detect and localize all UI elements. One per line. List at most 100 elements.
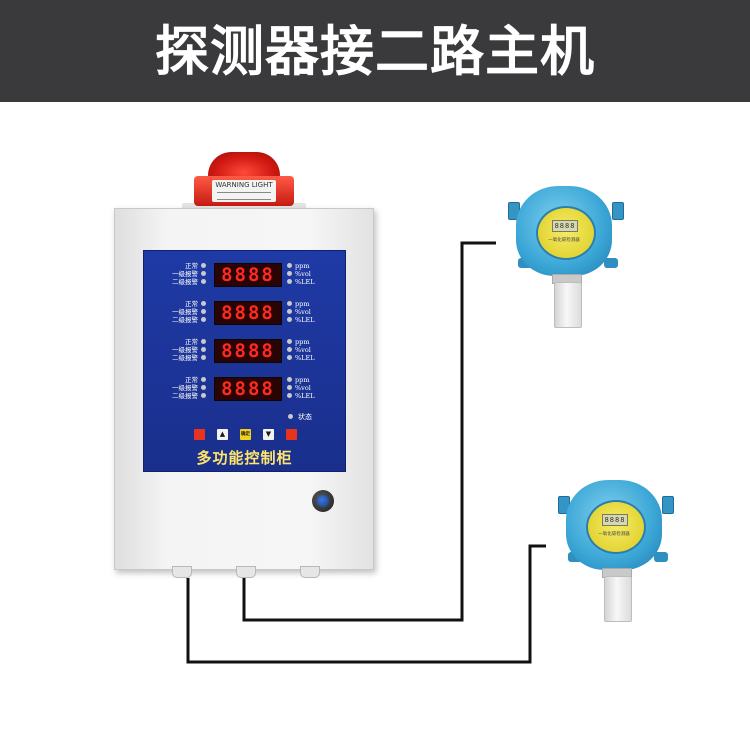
arrow-down-icon: ▼ (265, 430, 272, 438)
status-label: 状态 (298, 413, 312, 421)
gas-detector-2-label: 一氧化碳检测器 (598, 532, 630, 537)
cabinet-top-rail (182, 203, 306, 211)
channel-1-normal-indicator (201, 263, 206, 268)
status-indicator-light (288, 414, 293, 419)
gas-detector-2-sensor-head (604, 576, 632, 622)
channel-2-unit-lel: %LEL (295, 316, 315, 324)
channel-2-display: 8888 (214, 301, 282, 325)
channel-1-label-alarm2: 二级报警 (172, 278, 198, 286)
channel-1: 正常 一级报警 二级报警 8888 ppm %vol %LEL (144, 255, 345, 289)
down-button[interactable]: ▼ (263, 429, 274, 440)
channel-2-reading: 8888 (221, 302, 275, 324)
channel-4-reading: 8888 (221, 378, 275, 400)
channel-4-alarm2-indicator (201, 393, 206, 398)
channel-4-vol-indicator (287, 385, 292, 390)
page-title: 探测器接二路主机 (155, 20, 595, 83)
channel-3-label-alarm2: 二级报警 (172, 354, 198, 362)
up-button[interactable]: ▲ (217, 429, 228, 440)
channel-4-unit-lel: %LEL (295, 392, 315, 400)
channel-1-label-alarm1: 一级报警 (172, 270, 198, 278)
channel-2-label-alarm1: 一级报警 (172, 308, 198, 316)
reset-button[interactable] (286, 429, 297, 440)
channel-3-reading: 8888 (221, 340, 275, 362)
alarm-light-dome (208, 152, 280, 178)
gas-detector-1-right-foot (604, 258, 618, 268)
channel-4-unit-vol: %vol (295, 384, 311, 392)
channel-4-label-normal: 正常 (185, 376, 198, 384)
channel-3-unit-lel: %LEL (295, 354, 315, 362)
channel-2: 正常 一级报警 二级报警 8888 ppm %vol %LEL (144, 293, 345, 327)
gas-detector-1-window (536, 206, 596, 260)
gas-detector-1-sensor-head (554, 282, 582, 328)
alarm-light: WARNING LIGHT (194, 152, 294, 210)
channel-3-alarm1-indicator (201, 347, 206, 352)
control-panel: 正常 一级报警 二级报警 8888 ppm %vol %LEL 正常 一级报警 … (143, 250, 346, 472)
arrow-up-icon: ▲ (219, 430, 226, 438)
channel-2-normal-indicator (201, 301, 206, 306)
gas-detector-2-screen-text: 8888 (604, 516, 626, 524)
cable-gland-1 (172, 566, 192, 578)
gas-detector-2-window (586, 500, 646, 554)
gas-detector-2: 8888 一氧化碳检测器 (558, 480, 678, 630)
channel-3-lel-indicator (287, 355, 292, 360)
status-indicator-row: 状态 (282, 412, 322, 422)
cable-gland-3 (300, 566, 320, 578)
channel-1-unit-lel: %LEL (295, 278, 315, 286)
channel-3-alarm2-indicator (201, 355, 206, 360)
channel-2-vol-indicator (287, 309, 292, 314)
channel-4-label-alarm2: 二级报警 (172, 392, 198, 400)
channel-1-unit-ppm: ppm (295, 262, 310, 270)
channel-2-label-normal: 正常 (185, 300, 198, 308)
channel-1-reading: 8888 (221, 264, 275, 286)
cable-gland-2 (236, 566, 256, 578)
channel-4-normal-indicator (201, 377, 206, 382)
channel-1-alarm1-indicator (201, 271, 206, 276)
channel-1-display: 8888 (214, 263, 282, 287)
channel-2-alarm2-indicator (201, 317, 206, 322)
channel-4-ppm-indicator (287, 377, 292, 382)
channel-3-label-normal: 正常 (185, 338, 198, 346)
channel-3-ppm-indicator (287, 339, 292, 344)
key-lock-icon[interactable] (312, 490, 334, 512)
gas-detector-1: 8888 一氧化碳检测器 (508, 186, 628, 336)
channel-2-lel-indicator (287, 317, 292, 322)
channel-4-label-alarm1: 一级报警 (172, 384, 198, 392)
menu-button[interactable] (194, 429, 205, 440)
channel-1-alarm2-indicator (201, 279, 206, 284)
channel-3-vol-indicator (287, 347, 292, 352)
channel-3-unit-ppm: ppm (295, 338, 310, 346)
alarm-light-label-text: WARNING LIGHT (215, 181, 273, 189)
channel-1-label-normal: 正常 (185, 262, 198, 270)
channel-4: 正常 一级报警 二级报警 8888 ppm %vol %LEL (144, 369, 345, 403)
channel-3: 正常 一级报警 二级报警 8888 ppm %vol %LEL (144, 331, 345, 365)
gas-detector-2-right-foot (654, 552, 668, 562)
wire-detector-1 (242, 241, 496, 622)
gas-detector-1-label: 一氧化碳检测器 (548, 238, 580, 243)
channel-2-unit-ppm: ppm (295, 300, 310, 308)
channel-3-label-alarm1: 一级报警 (172, 346, 198, 354)
title-banner (0, 0, 750, 102)
gas-detector-1-screen: 8888 (552, 220, 578, 232)
channel-2-ppm-indicator (287, 301, 292, 306)
gas-detector-1-right-lug (612, 202, 624, 220)
gas-detector-1-screen-text: 8888 (554, 222, 576, 230)
channel-3-display: 8888 (214, 339, 282, 363)
channel-1-lel-indicator (287, 279, 292, 284)
gas-detector-2-right-lug (662, 496, 674, 514)
keypad: ▲ 确定 ▼ (194, 429, 300, 441)
channel-4-alarm1-indicator (201, 385, 206, 390)
channel-1-vol-indicator (287, 271, 292, 276)
channel-1-unit-vol: %vol (295, 270, 311, 278)
channel-1-ppm-indicator (287, 263, 292, 268)
key-lock-core (317, 495, 329, 507)
alarm-light-base: WARNING LIGHT (194, 176, 294, 206)
confirm-button[interactable]: 确定 (240, 429, 251, 440)
channel-3-unit-vol: %vol (295, 346, 311, 354)
channel-4-display: 8888 (214, 377, 282, 401)
channel-2-unit-vol: %vol (295, 308, 311, 316)
channel-2-label-alarm2: 二级报警 (172, 316, 198, 324)
channel-4-lel-indicator (287, 393, 292, 398)
gas-detector-2-screen: 8888 (602, 514, 628, 526)
wire-detector-2 (186, 544, 546, 664)
